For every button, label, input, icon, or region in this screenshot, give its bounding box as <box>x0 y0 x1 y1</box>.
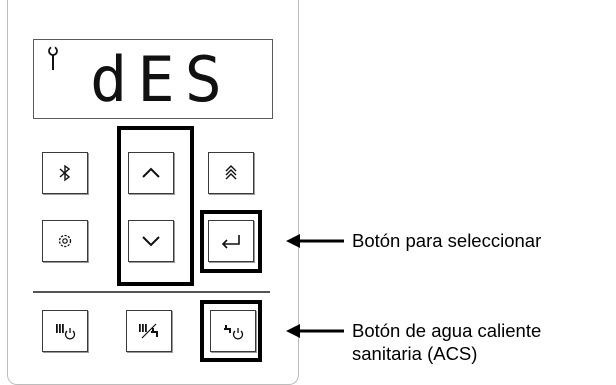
enter-button[interactable] <box>208 220 254 262</box>
bluetooth-button[interactable] <box>42 152 88 194</box>
enter-annotation: Botón para seleccionar <box>352 230 542 251</box>
enter-icon <box>221 235 240 249</box>
settings-button[interactable] <box>42 220 88 262</box>
radiator-tap-icon <box>139 323 158 339</box>
chevron-up-icon <box>142 167 160 178</box>
wrench-icon <box>48 46 58 70</box>
chevron-down-icon <box>142 236 160 247</box>
dhw-annotation-line2: sanitaria (ACS) <box>352 343 478 364</box>
divider <box>33 291 270 293</box>
up-down-highlight <box>117 126 194 286</box>
dhw-pointer-arrow <box>286 324 344 338</box>
dhw-power-button[interactable] <box>210 310 256 352</box>
radiator-power-icon <box>56 324 76 340</box>
heating-dhw-button[interactable] <box>126 310 172 352</box>
tap-power-icon <box>224 325 244 340</box>
up-button[interactable] <box>128 152 174 194</box>
bluetooth-icon <box>59 164 71 182</box>
dhw-highlight <box>200 300 262 362</box>
down-button[interactable] <box>128 220 174 262</box>
fast-up-button[interactable] <box>208 152 254 194</box>
enter-pointer-arrow <box>286 234 344 248</box>
dhw-annotation-line1: Botón de agua caliente <box>352 320 542 341</box>
double-chevron-up-icon <box>225 165 237 180</box>
lcd-display: dES <box>33 39 273 119</box>
display-text: dES <box>90 43 232 116</box>
gear-icon <box>58 234 72 248</box>
heating-power-button[interactable] <box>42 310 88 352</box>
enter-highlight <box>200 210 262 273</box>
